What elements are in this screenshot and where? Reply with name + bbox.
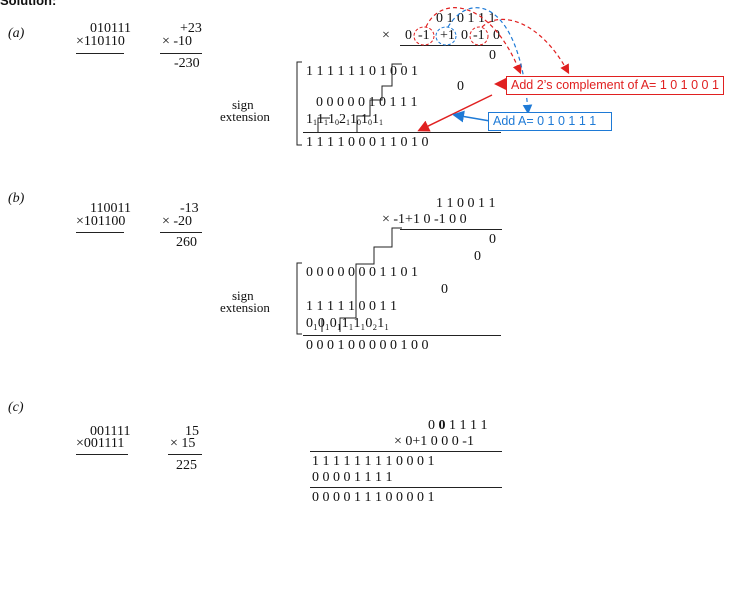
- a-row3-carry: 1: [313, 118, 317, 127]
- b-bin-rule: [76, 232, 124, 233]
- c-bin-multiplicand: 001111: [90, 424, 131, 439]
- b-dec-multiplier: × -20: [162, 214, 193, 229]
- a-booth-digit: 0: [405, 28, 412, 43]
- a-bin-multiplicand: 010111: [90, 21, 131, 36]
- a-partial-row-1: 1 1 1 1 1 1 0 1 0 0 1: [306, 64, 418, 79]
- a-booth-digit: 0: [461, 28, 468, 43]
- a-partial-row-2: 0 0 0 0 0 1 0 1 1 1: [316, 95, 418, 110]
- a-dec-product: -230: [174, 56, 200, 71]
- b-partial-row-2: 1 1 1 1 1 0 0 1 1: [306, 299, 397, 314]
- a-row3-carry: 0: [357, 118, 361, 127]
- a-result-rule: [303, 132, 501, 133]
- a-partial-zero: 0: [489, 48, 496, 63]
- a-row3-digit: 1: [361, 112, 368, 127]
- c-bin-rule: [76, 454, 128, 455]
- a-dec-rule: [160, 53, 202, 54]
- c-booth-digit: 0: [428, 418, 435, 433]
- b-dec-product: 260: [176, 235, 197, 250]
- b-partial-zero: 0: [441, 282, 448, 297]
- part-c-label: (c): [8, 400, 24, 415]
- a-row3-carry: 1: [324, 118, 328, 127]
- a-booth-digit: +1: [440, 28, 455, 43]
- c-result-rule: [310, 487, 502, 488]
- a-result: 1 1 1 1 0 0 0 1 1 0 1 0: [306, 135, 429, 150]
- part-b-label: (b): [8, 191, 25, 206]
- b-partial-zero: 0: [474, 249, 481, 264]
- b-sign-label: sign: [232, 288, 254, 303]
- a-booth-times: ×: [382, 28, 390, 43]
- c-partial-row-2: 0 0 0 0 1 1 1 1: [312, 470, 393, 485]
- c-booth-digit-bold: 0: [438, 418, 446, 433]
- a-bin-rule: [76, 53, 124, 54]
- a-extension-label: extension: [220, 109, 270, 124]
- a-row3-digit: 1: [372, 112, 379, 127]
- b-partial-zero: 0: [489, 232, 496, 247]
- a-annotation-twos-complement: Add 2’s complement of A= 1 0 1 0 0 1: [506, 76, 724, 95]
- a-row3-carry: 0: [368, 118, 372, 127]
- b-bin-multiplier: ×101100: [76, 214, 126, 229]
- a-booth-rule: [400, 45, 502, 46]
- c-dec-product: 225: [176, 458, 197, 473]
- a-dec-multiplicand: +23: [180, 21, 202, 36]
- b-booth-multiplicand: 1 1 0 0 1 1: [436, 196, 496, 211]
- a-row3-carry: 0: [335, 118, 339, 127]
- a-row3-digit: 1: [328, 112, 335, 127]
- c-dec-multiplier: × 15: [170, 436, 196, 451]
- a-row3-carry: 1: [346, 118, 350, 127]
- b-partial-row-1: 0 0 0 0 0 0 0 1 1 0 1: [306, 265, 418, 280]
- a-row3-digit: 2: [339, 112, 346, 127]
- a-bin-multiplier: ×110110: [76, 34, 125, 49]
- c-booth-rule: [310, 451, 502, 452]
- b-dec-rule: [160, 232, 202, 233]
- b-extension-label: extension: [220, 300, 270, 315]
- a-booth-digit: 0: [493, 28, 500, 43]
- b-booth-rule: [400, 229, 502, 230]
- part-a-label: (a): [8, 26, 25, 41]
- a-booth-digit: -1: [418, 28, 430, 43]
- c-booth-multiplier: × 0+1 0 0 0 -1: [394, 434, 474, 449]
- a-partial-zero: 0: [457, 79, 464, 94]
- b-dec-multiplicand: -13: [180, 201, 199, 216]
- a-booth-multiplicand: 0 1 0 1 1 1: [436, 11, 496, 26]
- c-bin-multiplier: ×001111: [76, 436, 125, 451]
- a-row3-carry: 1: [379, 118, 383, 127]
- a-row3-digit: 1: [306, 112, 313, 127]
- c-booth-multiplicand: 0 0 1 1 1 1: [428, 419, 488, 433]
- b-booth-multiplier: × -1+1 0 -1 0 0: [382, 212, 467, 227]
- c-partial-row-1: 1 1 1 1 1 1 1 1 0 0 0 1: [312, 454, 435, 469]
- c-dec-rule: [168, 454, 202, 455]
- a-row3-digit: 1: [350, 112, 357, 127]
- solution-title: Solution:: [0, 0, 57, 8]
- b-partial-row-3: 0₁0₁0₁1₁1₁0₂1₁: [306, 316, 390, 331]
- a-booth-digit: -1: [473, 28, 485, 43]
- a-dec-multiplier: × -10: [162, 34, 193, 49]
- a-partial-row-3: 11111021101011: [306, 113, 383, 130]
- c-booth-digits-rest: 1 1 1 1: [449, 418, 488, 433]
- a-row3-digit: 1: [317, 112, 324, 127]
- a-annotation-add-a: Add A= 0 1 0 1 1 1: [488, 112, 612, 131]
- a-sign-label: sign: [232, 97, 254, 112]
- c-result: 0 0 0 0 1 1 1 0 0 0 0 1: [312, 490, 435, 505]
- c-dec-multiplicand: 15: [185, 424, 199, 439]
- b-result: 0 0 0 1 0 0 0 0 0 1 0 0: [306, 338, 429, 353]
- b-result-rule: [303, 335, 501, 336]
- b-bin-multiplicand: 110011: [90, 201, 131, 216]
